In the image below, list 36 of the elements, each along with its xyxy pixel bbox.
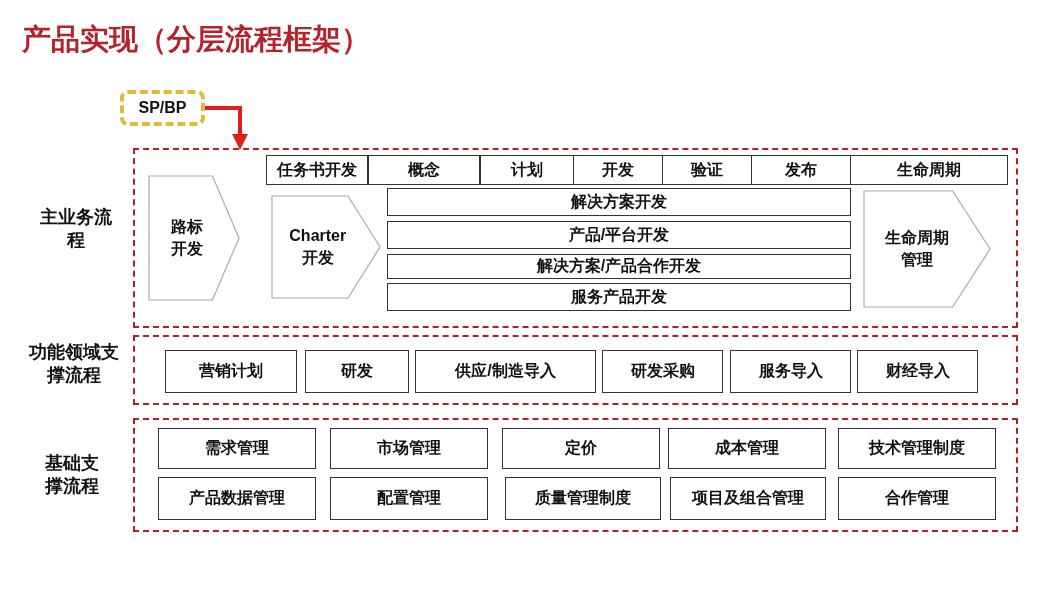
process-box: 技术管理制度 [838, 428, 996, 469]
process-box: 产品数据管理 [158, 477, 316, 520]
process-box: 解决方案/产品合作开发 [387, 254, 851, 279]
phase-cell: 任务书开发 [266, 155, 368, 185]
phase-cell: 生命周期 [850, 155, 1008, 185]
process-box: 服务产品开发 [387, 283, 851, 311]
process-box: 配置管理 [330, 477, 488, 520]
arrow [205, 106, 248, 150]
title: 产品实现（分层流程框架） [22, 22, 370, 57]
tag-box: SP/BP [120, 90, 205, 126]
process-box: 研发 [305, 350, 409, 393]
phase-cell: 开发 [573, 155, 663, 185]
process-box: 供应/制造导入 [415, 350, 596, 393]
process-box: 产品/平台开发 [387, 221, 851, 249]
band-heading: 功能领域支撑流程 [28, 341, 120, 388]
process-box: 服务导入 [730, 350, 851, 393]
process-box: 质量管理制度 [505, 477, 661, 520]
chevron-box: 生命周期管理 [863, 190, 991, 308]
chevron-box: 路标开发 [148, 175, 240, 301]
phase-cell: 验证 [662, 155, 752, 185]
process-box: 成本管理 [668, 428, 826, 469]
process-box: 合作管理 [838, 477, 996, 520]
phase-cell: 计划 [480, 155, 574, 185]
process-box: 定价 [502, 428, 660, 469]
phase-cell: 概念 [368, 155, 480, 185]
process-box: 营销计划 [165, 350, 297, 393]
phase-cell: 发布 [751, 155, 851, 185]
process-box: 财经导入 [857, 350, 978, 393]
band-heading: 基础支撑流程 [44, 452, 100, 499]
process-box: 研发采购 [602, 350, 723, 393]
process-box: 需求管理 [158, 428, 316, 469]
process-box: 解决方案开发 [387, 188, 851, 216]
chevron-box: Charter 开发 [271, 195, 381, 299]
process-box: 市场管理 [330, 428, 488, 469]
process-box: 项目及组合管理 [670, 477, 826, 520]
band-heading: 主业务流程 [39, 206, 113, 253]
